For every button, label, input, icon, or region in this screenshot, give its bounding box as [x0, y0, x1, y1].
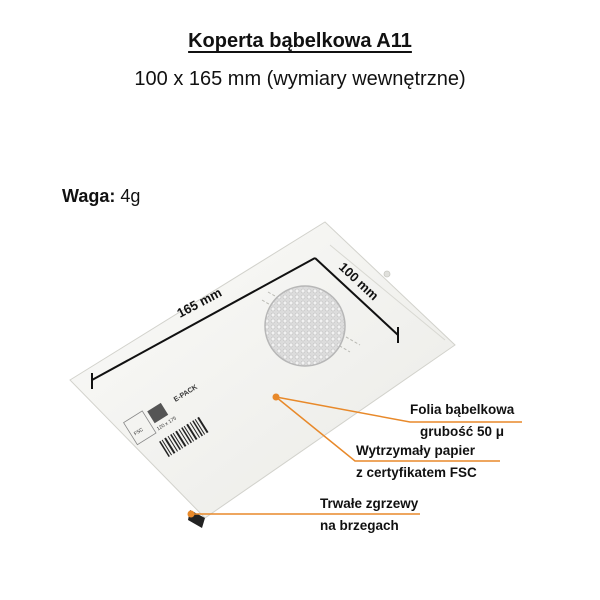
- callout-line: [275, 396, 522, 423]
- size-pictogram-icon: [147, 402, 169, 424]
- callout-label-line2: z certyfikatem FSC: [356, 465, 477, 480]
- callout-seal-edges: Trwałe zgrzewy na brzegach: [187, 496, 420, 533]
- bubble-envelope: FSC 120 x 175 E-PACK: [69, 221, 456, 528]
- callout-line: [275, 396, 500, 462]
- weight-value: 4g: [120, 186, 141, 206]
- bubble-foil-window: [264, 285, 346, 367]
- callout-label-line2: grubość 50 μ: [420, 424, 504, 439]
- callout-label-line2: na brzegach: [320, 518, 399, 533]
- length-dimension-line: [91, 257, 316, 381]
- barcode: [159, 416, 209, 457]
- weight-info: Waga: 4g: [62, 186, 140, 207]
- width-dimension-line: [314, 257, 399, 336]
- envelope-flap-seam: [329, 244, 446, 341]
- callout-label-line1: Folia bąbelkowa: [410, 402, 515, 417]
- envelope-print-area: FSC 120 x 175 E-PACK: [123, 384, 209, 457]
- weight-label: Waga:: [62, 186, 116, 206]
- page-title: Koperta bąbelkowa A11: [188, 30, 412, 52]
- callout-fsc-paper: Wytrzymały papier z certyfikatem FSC: [275, 396, 500, 480]
- fsc-logo-icon: [123, 410, 157, 446]
- callout-bubble-foil: Folia bąbelkowa grubość 50 μ: [272, 393, 522, 439]
- callout-label-line1: Wytrzymały papier: [356, 443, 476, 458]
- callout-label-line1: Trwałe zgrzewy: [320, 496, 419, 511]
- page-subtitle: 100 x 165 mm (wymiary wewnętrzne): [134, 68, 466, 90]
- fsc-label: FSC: [133, 427, 145, 438]
- envelope-body: [69, 221, 456, 519]
- flap-hole-icon: [383, 270, 391, 278]
